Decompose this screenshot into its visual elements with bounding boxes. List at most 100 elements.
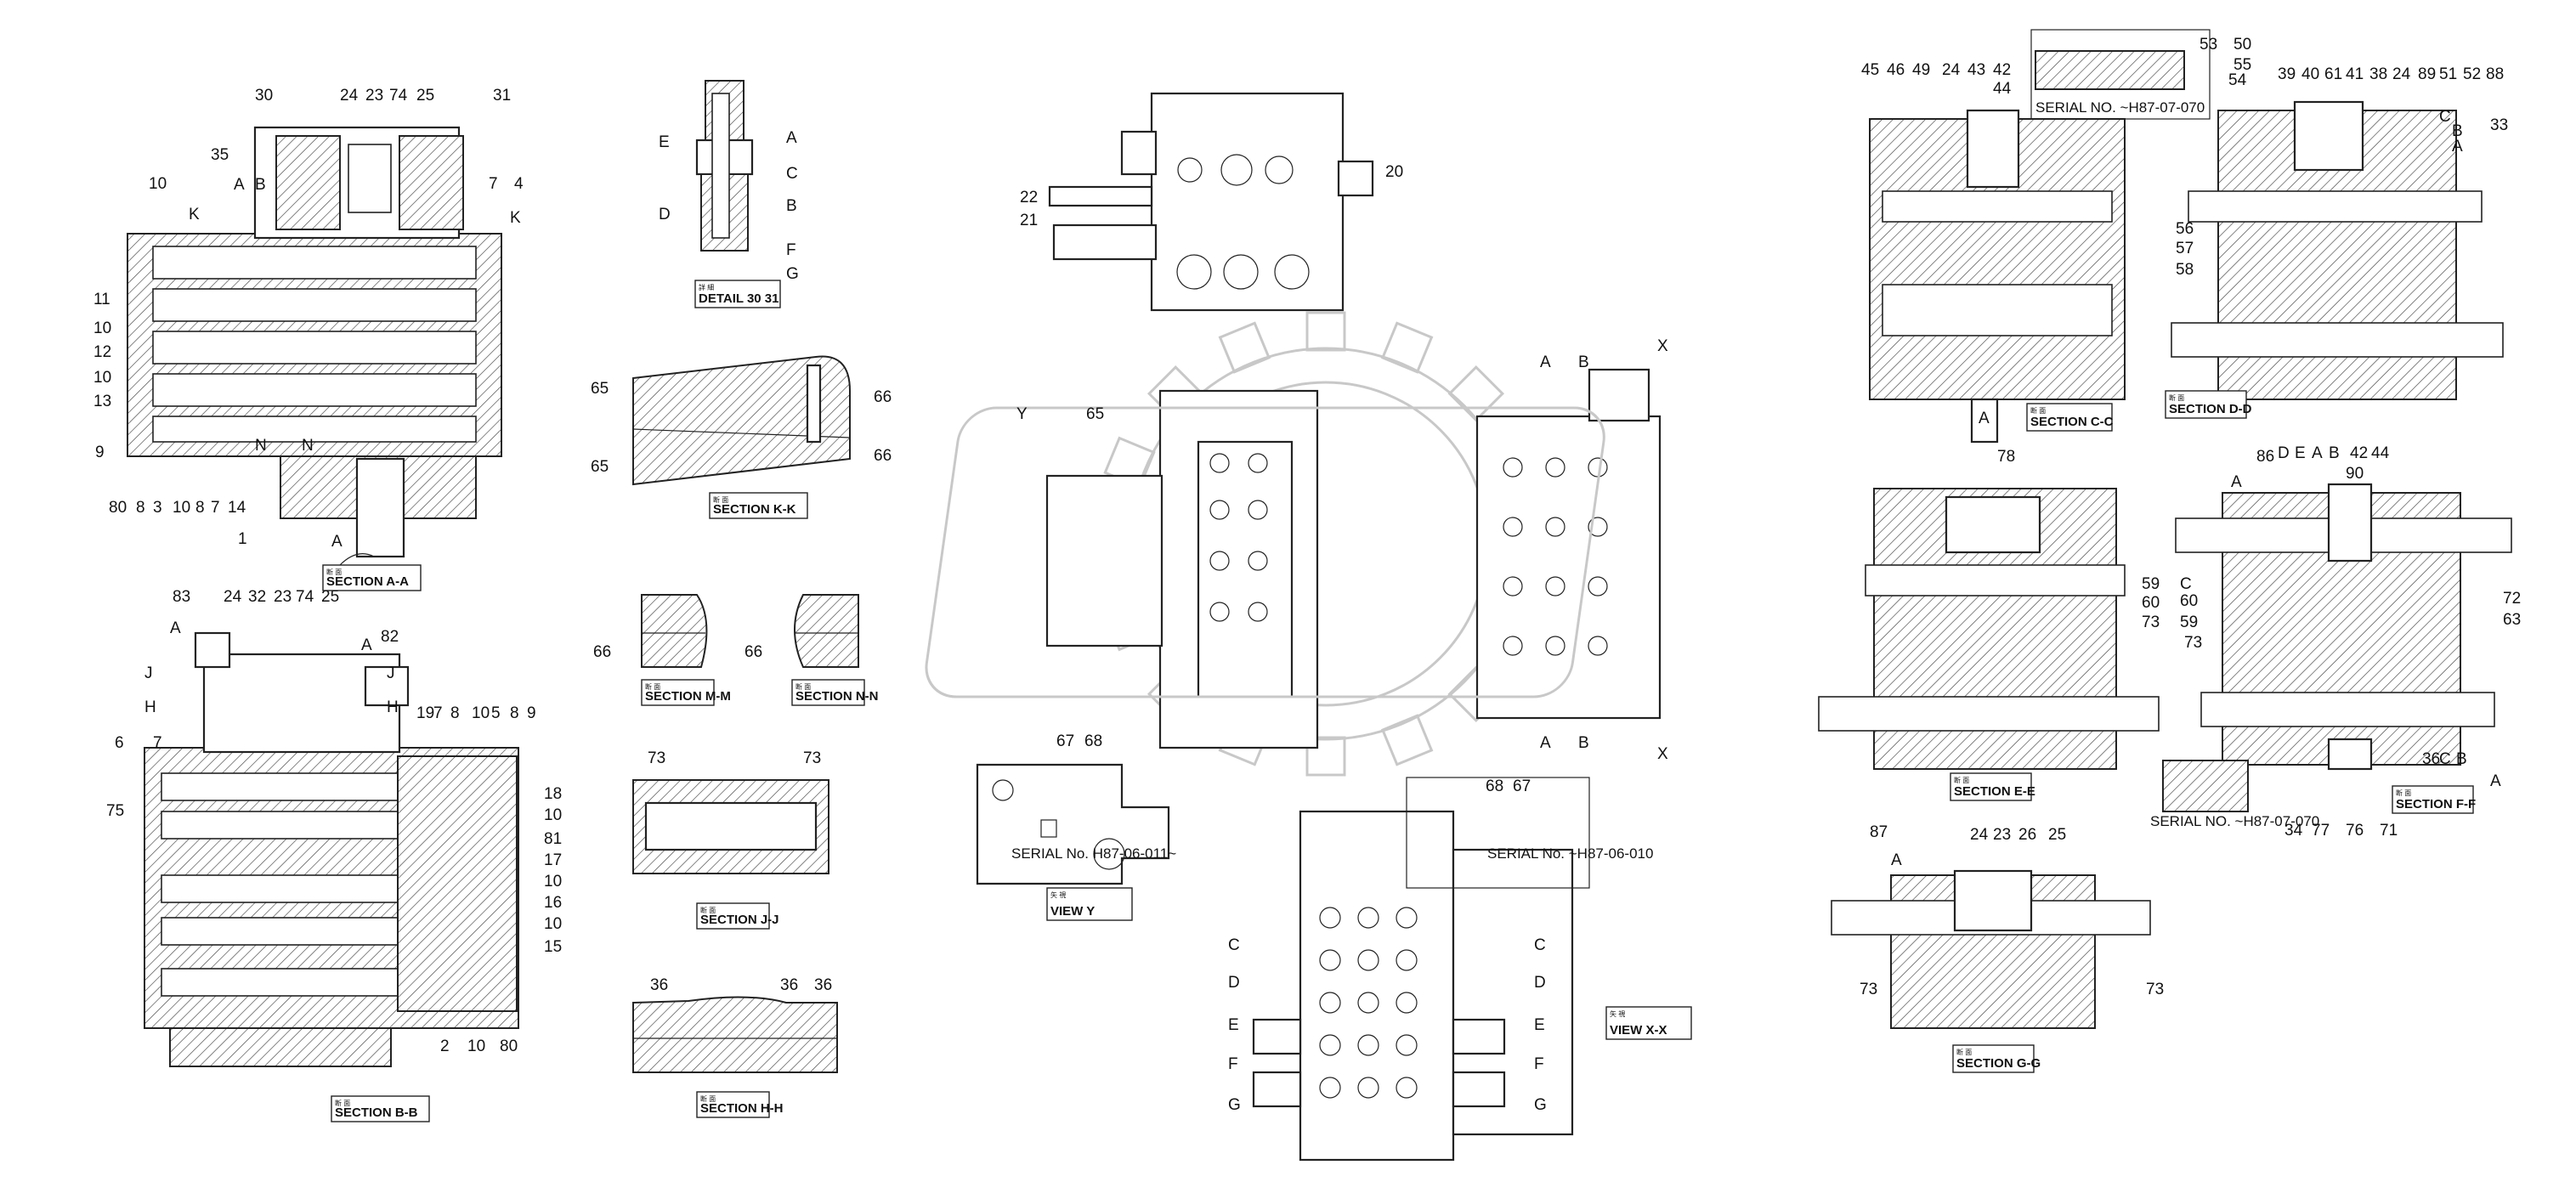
caption-jp-d_d: 断 面: [2169, 393, 2184, 402]
callout-b-b-top-10: J: [387, 664, 395, 682]
callout-b-b-top-8: A: [361, 636, 372, 654]
caption-jp-m_m: 断 面: [645, 682, 660, 691]
callout-a-a-left-4: K: [189, 206, 200, 223]
section-e-e: [1818, 488, 2160, 770]
callout-b-b-right-7: 18: [544, 785, 562, 803]
view-y: [976, 763, 1170, 885]
callout-f-f-6: B: [2329, 444, 2340, 462]
callout-g-g-2: 24: [1970, 826, 1989, 844]
callout-c-c-6: 44: [1993, 80, 2012, 98]
serial-note-f-f: SERIAL NO. ~H87-07-070: [2150, 813, 2319, 829]
callout-c-c-2: 49: [1912, 61, 1930, 79]
section-m-m: [641, 594, 708, 668]
callout-a-a-left-3: B: [255, 176, 266, 194]
callout-b-b-top-4: 23: [274, 588, 292, 606]
callout-b-b-right-4: 5: [491, 704, 501, 722]
callout-front-view-5: B: [1578, 734, 1589, 752]
callout-b-b-top-6: 25: [321, 588, 339, 606]
callout-f-f-12: 73: [2184, 634, 2202, 652]
callout-d-d-10: C: [2439, 108, 2451, 126]
callout-front-view-0: Y: [1016, 405, 1028, 423]
callout-g-g-3: 23: [1993, 826, 2011, 844]
callout-d-d-0: 39: [2278, 65, 2296, 83]
callout-detail-3: C: [786, 165, 798, 183]
callout-view-x-0: 68: [1486, 777, 1503, 795]
callout-detail-2: A: [786, 129, 797, 147]
callout-b-b-right-11: 10: [544, 873, 562, 891]
caption-jp-b_b: 断 面: [335, 1099, 350, 1107]
callout-f-f-11: 59: [2180, 613, 2198, 631]
callout-view-x-3: C: [1534, 936, 1546, 954]
callout-a-a-bottom-9: 1: [238, 530, 247, 548]
callout-h-h-0: 36: [650, 976, 668, 994]
caption-label-e_e: SECTION E-E: [1954, 784, 2035, 799]
callout-j-j-0: 73: [648, 749, 665, 767]
caption-jp-detail: 詳 細: [699, 283, 714, 291]
section-g-g: [1831, 869, 2151, 1029]
callout-c-c-9: 55: [2233, 56, 2251, 74]
callout-f-f-2: 90: [2346, 465, 2364, 483]
callout-top-view-0: 22: [1020, 189, 1038, 206]
callout-b-b-right-14: 15: [544, 938, 562, 956]
callout-b-b-left-1: 7: [153, 734, 162, 752]
callout-b-b-right-0: 19: [416, 704, 434, 722]
callout-g-g-5: 25: [2048, 826, 2066, 844]
callout-b-b-right-1: 7: [433, 704, 443, 722]
callout-view-x-7: E: [1534, 1016, 1545, 1034]
callout-f-f-0: 86: [2256, 448, 2274, 466]
callout-a-a-bottom-6: 14: [228, 499, 246, 517]
caption-jp-c_c: 断 面: [2030, 406, 2046, 415]
callout-a-a-top-3: 74: [389, 87, 408, 105]
callout-a-a-left-1: 35: [211, 146, 229, 164]
callout-c-c-11: A: [1979, 410, 1990, 427]
caption-jp-g_g: 断 面: [1956, 1048, 1972, 1056]
callout-d-d-11: B: [2452, 122, 2463, 140]
caption-jp-view_y: 矢 視: [1050, 891, 1066, 899]
callout-d-d-9: 88: [2486, 65, 2504, 83]
caption-label-d_d: SECTION D-D: [2169, 402, 2252, 416]
section-j-j: [632, 779, 829, 874]
section-n-n: [794, 594, 859, 668]
callout-d-d-13: 33: [2490, 116, 2508, 134]
serial-note-c-c: SERIAL NO. ~H87-07-070: [2035, 99, 2205, 116]
caption-label-c_c: SECTION C-C: [2030, 415, 2114, 429]
callout-b-b-bottom-1: 10: [467, 1038, 485, 1055]
callout-c-c-7: 53: [2200, 36, 2217, 54]
callout-b-b-left-2: 75: [106, 802, 124, 820]
callout-b-b-right-5: 8: [510, 704, 519, 722]
section-d-d: [2171, 100, 2504, 400]
caption-jp-h_h: 断 面: [700, 1094, 716, 1103]
caption-jp-j_j: 断 面: [700, 906, 716, 914]
callout-d-d-14: 56: [2176, 220, 2194, 238]
callout-c-c-3: 24: [1942, 61, 1961, 79]
callout-front-view-6: X: [1657, 337, 1668, 355]
callout-detail-1: D: [659, 206, 671, 223]
section-f-f: [2162, 483, 2512, 812]
callout-f-f-22: 71: [2380, 822, 2398, 840]
callout-view-x-8: F: [1228, 1055, 1238, 1073]
callout-view-x-2: C: [1228, 936, 1240, 954]
callout-view-x-10: G: [1228, 1096, 1241, 1114]
callout-d-d-6: 89: [2418, 65, 2436, 83]
callout-a-a-bottom-4: 8: [195, 499, 205, 517]
callout-c-c-12: 78: [1997, 448, 2015, 466]
callout-f-f-20: 77: [2312, 822, 2330, 840]
caption-jp-view_x: 矢 視: [1610, 1009, 1625, 1018]
callout-a-a-top-1: 24: [340, 87, 359, 105]
callout-e-e-2: 73: [2142, 613, 2160, 631]
callout-b-b-left-0: 6: [115, 734, 124, 752]
callout-a-a-bottom-5: 7: [211, 499, 220, 517]
callout-front-view-7: X: [1657, 745, 1668, 763]
callout-f-f-13: 72: [2503, 590, 2521, 608]
callout-b-b-right-2: 8: [450, 704, 460, 722]
callout-k-k-3: 66: [874, 447, 892, 465]
serial-note-view-x: SERIAL No. ~H87-06-010: [1487, 845, 1653, 862]
